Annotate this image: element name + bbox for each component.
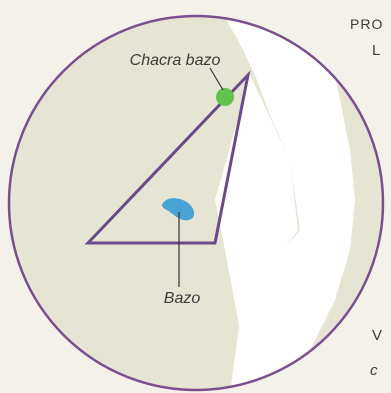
cropped-paragraph-start: L: [372, 42, 380, 59]
chakra-label: Chacra bazo: [130, 52, 221, 69]
chakra-dot-icon: [216, 88, 234, 106]
spleen-label: Bazo: [164, 290, 201, 307]
cropped-bottom-line-2: c: [370, 362, 378, 379]
cropped-heading: PRO: [350, 16, 383, 32]
cropped-bottom-line-1: V: [372, 327, 382, 344]
